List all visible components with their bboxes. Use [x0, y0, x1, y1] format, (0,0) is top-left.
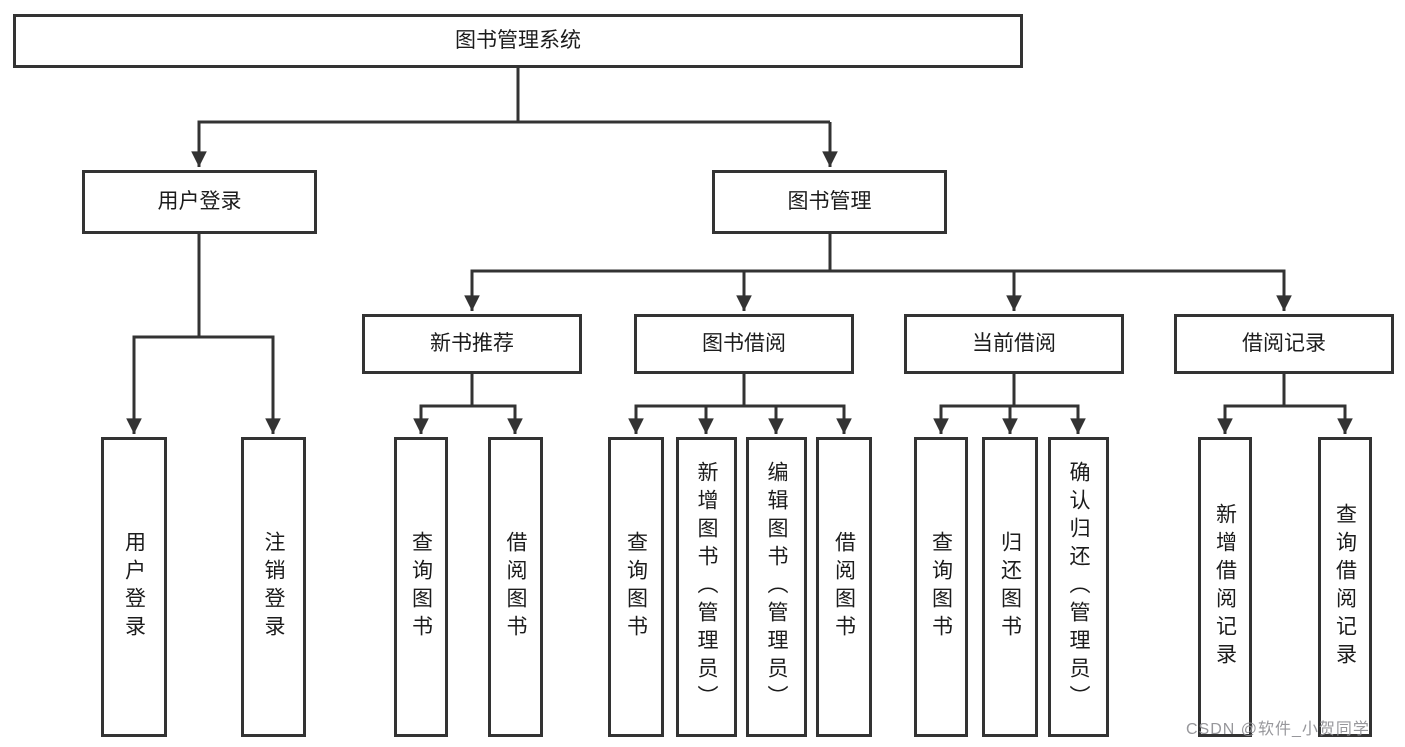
node-label: 用户登录 — [122, 531, 146, 643]
node-label: 图书借阅 — [702, 332, 786, 356]
node-label: 查询图书 — [409, 531, 433, 643]
node-borrowing-records: 借阅记录 — [1174, 314, 1394, 374]
node-user-login: 用户登录 — [82, 170, 317, 234]
leaf-query-books-recommend: 查询图书 — [394, 437, 448, 737]
leaf-query-borrow-record: 查询借阅记录 — [1318, 437, 1372, 737]
leaf-return-book: 归还图书 — [982, 437, 1038, 737]
node-label: 用户登录 — [157, 190, 242, 214]
node-label: 当前借阅 — [972, 332, 1056, 356]
node-book-management: 图书管理 — [712, 170, 947, 234]
node-label: 归还图书 — [998, 531, 1022, 643]
node-current-borrowing: 当前借阅 — [904, 314, 1124, 374]
node-label: 借阅图书 — [504, 531, 527, 643]
node-book-borrowing: 图书借阅 — [634, 314, 854, 374]
root-node-label: 图书管理系统 — [455, 29, 581, 53]
node-label: 图书管理 — [787, 190, 872, 214]
node-label: 新书推荐 — [430, 332, 514, 356]
node-label: 注销登录 — [262, 531, 285, 643]
node-new-book-recommend: 新书推荐 — [362, 314, 582, 374]
leaf-logout: 注销登录 — [241, 437, 306, 737]
node-label: 新增借阅记录 — [1213, 503, 1237, 671]
leaf-add-borrow-record: 新增借阅记录 — [1198, 437, 1252, 737]
leaf-confirm-return-admin: 确认归还（管理员） — [1048, 437, 1109, 737]
node-label: 查询图书 — [624, 531, 648, 643]
node-label: 确认归还（管理员） — [1067, 461, 1090, 713]
leaf-borrow-books-recommend: 借阅图书 — [488, 437, 543, 737]
csdn-watermark: CSDN @软件_小贺同学 — [1186, 721, 1370, 738]
node-label: 借阅记录 — [1242, 332, 1326, 356]
node-label: 编辑图书（管理员） — [765, 461, 788, 713]
node-label: 借阅图书 — [832, 531, 856, 643]
leaf-query-books-borrow: 查询图书 — [608, 437, 664, 737]
root-node: 图书管理系统 — [13, 14, 1023, 68]
leaf-add-book-admin: 新增图书（管理员） — [676, 437, 737, 737]
node-label: 查询借阅记录 — [1333, 503, 1357, 671]
leaf-borrow-books-borrow: 借阅图书 — [816, 437, 872, 737]
node-label: 新增图书（管理员） — [695, 461, 718, 713]
leaf-edit-book-admin: 编辑图书（管理员） — [746, 437, 807, 737]
leaf-user-login: 用户登录 — [101, 437, 167, 737]
node-label: 查询图书 — [929, 531, 953, 643]
leaf-query-books-current: 查询图书 — [914, 437, 968, 737]
